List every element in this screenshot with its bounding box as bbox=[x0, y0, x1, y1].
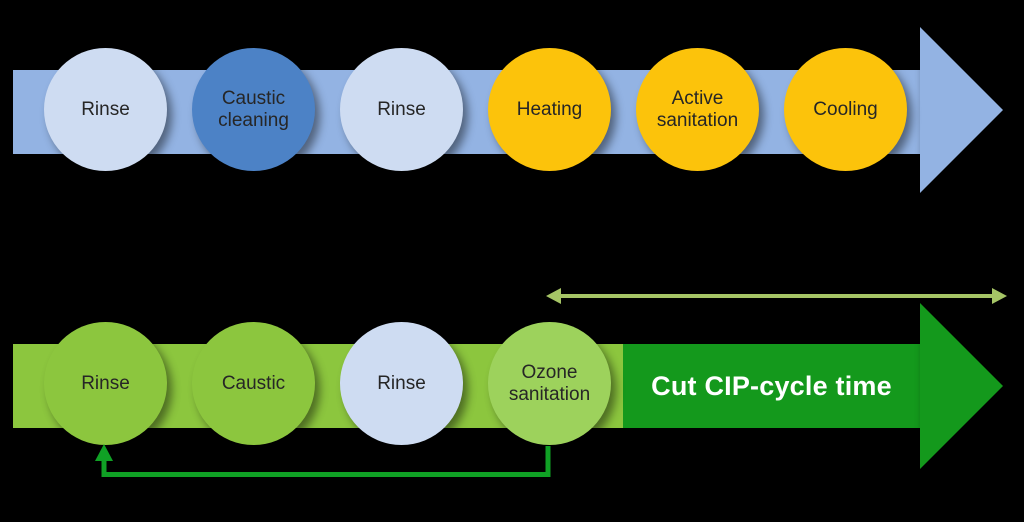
step-label: Cooling bbox=[813, 98, 878, 120]
step-circle-active-sanitation: Active sanitation bbox=[636, 48, 759, 171]
step-circle-caustic: Caustic bbox=[192, 322, 315, 445]
top-flow-arrowhead-icon bbox=[920, 27, 1003, 193]
step-label: Rinse bbox=[81, 98, 130, 120]
loop-back-arrow-icon bbox=[95, 444, 551, 477]
step-circle-cooling: Cooling bbox=[784, 48, 907, 171]
step-label: Rinse bbox=[377, 98, 426, 120]
cycle-span-arrow-icon bbox=[546, 288, 1007, 304]
cut-time-label: Cut CIP-cycle time bbox=[651, 370, 892, 401]
step-label: Caustic bbox=[221, 372, 286, 394]
step-label: Active sanitation bbox=[656, 87, 739, 131]
step-label: Ozone sanitation bbox=[508, 361, 591, 405]
step-circle-ozone-sanitation: Ozone sanitation bbox=[488, 322, 611, 445]
cut-time-arrow-body: Cut CIP-cycle time bbox=[623, 344, 920, 428]
step-circle-rinse-1: Rinse bbox=[44, 48, 167, 171]
step-label: Caustic cleaning bbox=[218, 87, 289, 131]
step-circle-heating: Heating bbox=[488, 48, 611, 171]
step-circle-caustic-cleaning: Caustic cleaning bbox=[192, 48, 315, 171]
step-label: Rinse bbox=[377, 372, 426, 394]
step-label: Heating bbox=[516, 98, 583, 120]
step-label: Rinse bbox=[81, 372, 130, 394]
cut-time-arrowhead-icon bbox=[920, 303, 1003, 469]
step-circle-rinse-3: Rinse bbox=[44, 322, 167, 445]
step-circle-rinse-2: Rinse bbox=[340, 48, 463, 171]
step-circle-rinse-4: Rinse bbox=[340, 322, 463, 445]
